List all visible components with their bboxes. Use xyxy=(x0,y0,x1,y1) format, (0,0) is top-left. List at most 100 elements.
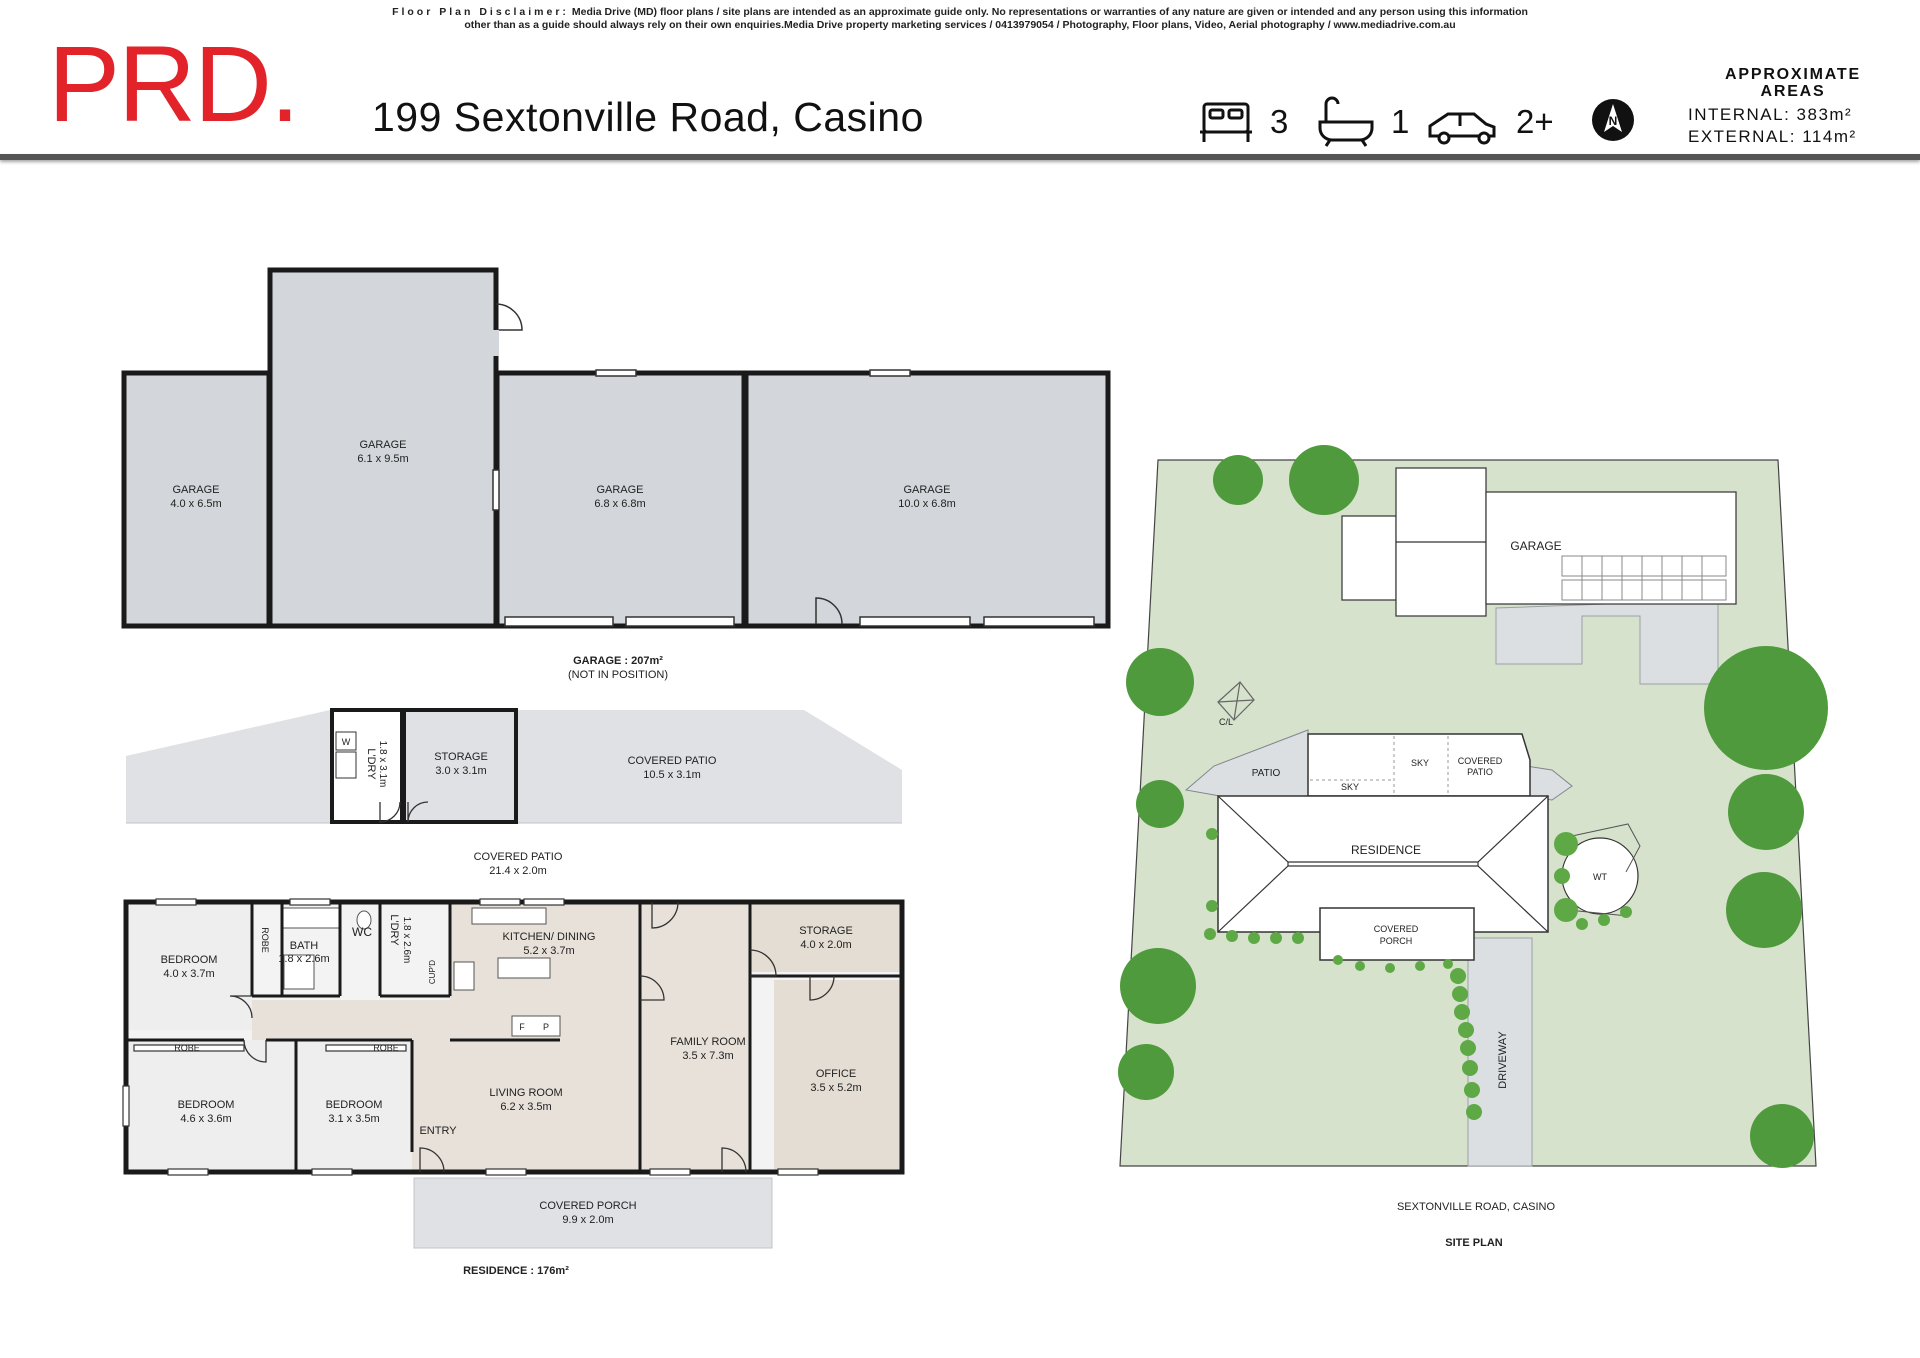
outdoor-laundry-size: 1.8 x 3.1m xyxy=(377,741,388,788)
office-size: 3.5 x 5.2m xyxy=(810,1082,861,1094)
garage-not-in-position-note: (NOT IN POSITION) xyxy=(568,669,668,681)
disclaimer-line-1: Media Drive (MD) floor plans / site plan… xyxy=(568,6,1528,18)
site-covered-patio-label: COVERED xyxy=(1458,756,1503,766)
external-area-value: 114m² xyxy=(1802,127,1857,146)
external-area-label: EXTERNAL: xyxy=(1688,127,1796,146)
garage-3-area xyxy=(494,370,747,629)
covered-patio-b-label: COVERED PATIO xyxy=(474,851,563,863)
entry-label: ENTRY xyxy=(419,1125,457,1137)
bath-size: 1.8 x 2.6m xyxy=(278,953,329,965)
tree xyxy=(1126,648,1194,716)
tree xyxy=(1120,948,1196,1024)
garage-3-label: GARAGE xyxy=(596,484,643,496)
kitchen-size: 5.2 x 3.7m xyxy=(523,945,574,957)
covered-patio-a-label: COVERED PATIO xyxy=(628,755,717,767)
garage-4-label: GARAGE xyxy=(903,484,950,496)
living-room-size: 6.2 x 3.5m xyxy=(500,1101,551,1113)
family-room-label: FAMILY ROOM xyxy=(670,1036,745,1048)
hedge xyxy=(1204,828,1632,1120)
site-covered-patio-label-2: PATIO xyxy=(1467,767,1493,777)
garage-2-label: GARAGE xyxy=(359,439,406,451)
tree xyxy=(1726,872,1802,948)
living-room-label: LIVING ROOM xyxy=(489,1087,562,1099)
bedroom-3-size: 3.1 x 3.5m xyxy=(328,1113,379,1125)
clothesline-label: C/L xyxy=(1219,717,1233,727)
garage-area-caption: GARAGE : 207m² xyxy=(573,655,663,667)
outdoor-laundry-label: L'DRY xyxy=(365,748,377,780)
wc-label: WC xyxy=(352,925,372,939)
cupboard-label: CUP'D xyxy=(428,960,437,984)
header-divider xyxy=(0,154,1920,160)
water-tank-label: WT xyxy=(1593,872,1607,882)
covered-porch-size: 9.9 x 2.0m xyxy=(562,1214,613,1226)
garage-3-size: 6.8 x 6.8m xyxy=(594,498,645,510)
bedroom-1-label: BEDROOM xyxy=(161,954,218,966)
bathrooms-count: 1 xyxy=(1391,103,1410,140)
clothesline-icon xyxy=(1217,681,1255,721)
tree xyxy=(1118,1044,1174,1100)
site-residence-label: RESIDENCE xyxy=(1351,843,1421,857)
garage-4-area xyxy=(743,370,1111,629)
tree xyxy=(1750,1104,1814,1168)
bedroom-1-size: 4.0 x 3.7m xyxy=(163,968,214,980)
site-garage-label: GARAGE xyxy=(1510,539,1561,553)
garage-1-area xyxy=(121,370,272,629)
tree xyxy=(1728,774,1804,850)
washer-label: W xyxy=(342,737,351,747)
residence-roof xyxy=(1217,795,1549,961)
car-spaces-count: 2+ xyxy=(1516,103,1554,140)
bedroom-3-label: BEDROOM xyxy=(326,1099,383,1111)
covered-patio-b-size: 21.4 x 2.0m xyxy=(489,865,546,877)
garage-4-size: 10.0 x 6.8m xyxy=(898,498,955,510)
patio-label: PATIO xyxy=(1252,768,1281,779)
driveway xyxy=(1467,937,1533,1167)
property-address: 199 Sextonville Road, Casino xyxy=(372,94,924,140)
disclaimer-heading: Floor Plan Disclaimer: xyxy=(392,6,569,18)
approximate-areas: APPROXIMATE AREAS INTERNAL: 383m² EXTERN… xyxy=(1688,66,1898,148)
office-label: OFFICE xyxy=(816,1068,856,1080)
covered-porch-area xyxy=(413,1177,773,1249)
driveway-label: DRIVEWAY xyxy=(1497,1031,1509,1089)
bedroom-2-size: 4.6 x 3.6m xyxy=(180,1113,231,1125)
disclaimer-line-2: other than as a guide should always rely… xyxy=(464,19,1456,31)
tree xyxy=(1704,646,1828,770)
areas-heading-2: AREAS xyxy=(1760,83,1826,100)
kitchen-label: KITCHEN/ DINING xyxy=(503,931,596,943)
tree xyxy=(1136,780,1184,828)
garage-1-label: GARAGE xyxy=(172,484,219,496)
skylight-label-2: SKY xyxy=(1411,758,1429,768)
site-porch-label-1: COVERED xyxy=(1374,924,1419,934)
covered-patio-a-size: 10.5 x 3.1m xyxy=(643,769,700,781)
storage-label: STORAGE xyxy=(799,925,853,937)
bedrooms-count: 3 xyxy=(1270,103,1289,140)
residence-area-caption: RESIDENCE : 176m² xyxy=(463,1265,569,1277)
site-garage-roof xyxy=(1341,467,1737,617)
disclaimer: Floor Plan Disclaimer: Media Drive (MD) … xyxy=(0,6,1920,32)
tree xyxy=(1213,455,1263,505)
site-plan-caption: SITE PLAN xyxy=(1445,1237,1503,1249)
outdoor-storage-size: 3.0 x 3.1m xyxy=(435,765,486,777)
trees xyxy=(1118,445,1828,1168)
tree xyxy=(1289,445,1359,515)
pantry-label: P xyxy=(543,1022,549,1032)
robe-2-label: ROBE xyxy=(174,1043,200,1053)
outdoor-storage-label: STORAGE xyxy=(434,751,488,763)
bedroom-2-label: BEDROOM xyxy=(178,1099,235,1111)
garage-1-size: 4.0 x 6.5m xyxy=(170,498,221,510)
family-room-size: 3.5 x 7.3m xyxy=(682,1050,733,1062)
laundry-label: L'DRY xyxy=(388,914,400,946)
robe-1-label: ROBE xyxy=(260,927,270,953)
outdoor-storage-area xyxy=(402,708,518,824)
garage-2-size: 6.1 x 9.5m xyxy=(357,453,408,465)
storage-size: 4.0 x 2.0m xyxy=(800,939,851,951)
covered-porch-label: COVERED PORCH xyxy=(539,1200,636,1212)
skylight-label-1: SKY xyxy=(1341,782,1359,792)
fridge-label: F xyxy=(519,1022,525,1032)
laundry-size: 1.8 x 2.6m xyxy=(401,917,412,964)
site-porch-label-2: PORCH xyxy=(1380,936,1413,946)
road-label: SEXTONVILLE ROAD, CASINO xyxy=(1397,1201,1556,1213)
areas-heading-1: APPROXIMATE xyxy=(1725,66,1861,83)
